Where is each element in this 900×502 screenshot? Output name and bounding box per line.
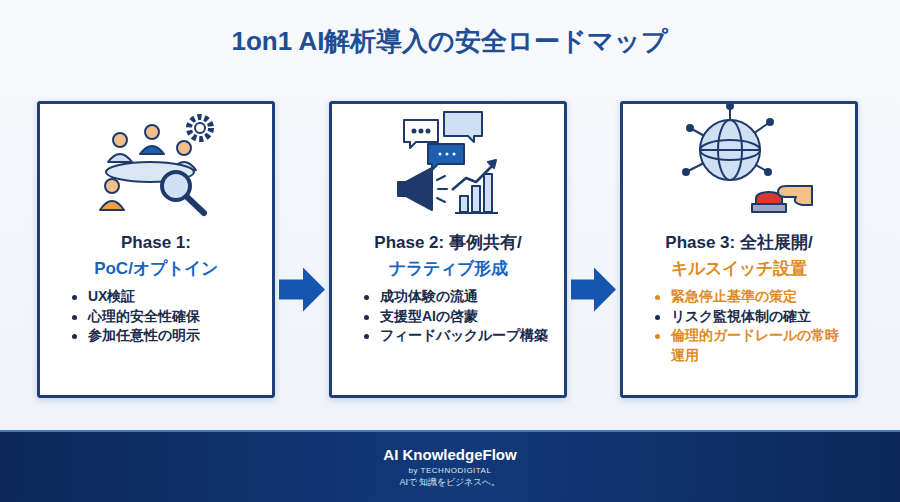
- phase-heading: Phase 2: 事例共有/: [342, 230, 554, 256]
- bullet-item: リスク監視体制の確立: [647, 307, 845, 327]
- brand-company: by TECHNODIGITAL: [409, 466, 492, 477]
- bullet-item: フィードバックループ構築: [356, 326, 554, 346]
- phase-heading: Phase 1:: [50, 230, 262, 256]
- bullet-text: UX検証: [88, 288, 135, 304]
- bullet-text: 緊急停止基準の策定: [671, 288, 797, 304]
- phase-box: Phase 2: 事例共有/ナラティブ形成成功体験の流通支援型AIの啓蒙フィード…: [329, 101, 567, 398]
- bullet-text: 支援型AIの啓蒙: [380, 308, 478, 324]
- bullet-dot: [72, 295, 77, 300]
- bullet-dot: [655, 315, 660, 320]
- phase-box: Phase 1:PoC/オプトイン UX検証心理的安全性確保参加任意性の明示: [37, 101, 275, 398]
- bullet-dot: [655, 334, 660, 339]
- meeting-icon: [100, 117, 211, 213]
- phase-box: Phase 3: 全社展開/キルスイッチ設置緊急停止基準の策定リスク監視体制の確…: [620, 101, 858, 398]
- flow-arrow: [279, 280, 303, 300]
- phase-subheading: キルスイッチ設置: [633, 256, 845, 282]
- bullet-item: 成功体験の流通: [356, 287, 554, 307]
- bullet-text: リスク監視体制の確立: [671, 308, 811, 324]
- box-panels: [37, 101, 858, 398]
- bullet-text: 心理的安全性確保: [88, 308, 200, 324]
- bullet-item: 心理的安全性確保: [64, 307, 262, 327]
- bullet-item: 倫理的ガードレールの常時運用: [647, 326, 845, 365]
- globe-switch-icon: [683, 103, 812, 212]
- flow-arrow: [571, 280, 594, 300]
- bullet-item: 支援型AIの啓蒙: [356, 307, 554, 327]
- communication-icon: [398, 112, 498, 213]
- bullet-item: 参加任意性の明示: [64, 326, 262, 346]
- bullet-dot: [72, 315, 77, 320]
- bullet-text: 成功体験の流通: [380, 288, 478, 304]
- bullet-dot: [364, 295, 369, 300]
- brand-name: AI KnowledgeFlow: [383, 445, 516, 465]
- diagram-title: 1on1 AI解析導入の安全ロードマップ: [0, 24, 900, 59]
- bullet-dot: [364, 334, 369, 339]
- bullet-item: UX検証: [64, 287, 262, 307]
- phase-subheading: ナラティブ形成: [342, 256, 554, 282]
- bullet-text: 倫理的ガードレールの常時運用: [671, 327, 839, 363]
- bullet-text: フィードバックループ構築: [380, 327, 548, 343]
- bullet-dot: [655, 295, 660, 300]
- footer-band: AI KnowledgeFlowby TECHNODIGITALAIで 知識をビ…: [0, 432, 900, 502]
- bullet-dot: [364, 315, 369, 320]
- bullet-dot: [72, 334, 77, 339]
- phase-heading: Phase 3: 全社展開/: [633, 230, 845, 256]
- brand-tagline: AIで 知識をビジネスへ。: [399, 476, 500, 488]
- bullet-text: 参加任意性の明示: [88, 327, 200, 343]
- bullet-item: 緊急停止基準の策定: [647, 287, 845, 307]
- phase-subheading: PoC/オプトイン: [50, 256, 262, 282]
